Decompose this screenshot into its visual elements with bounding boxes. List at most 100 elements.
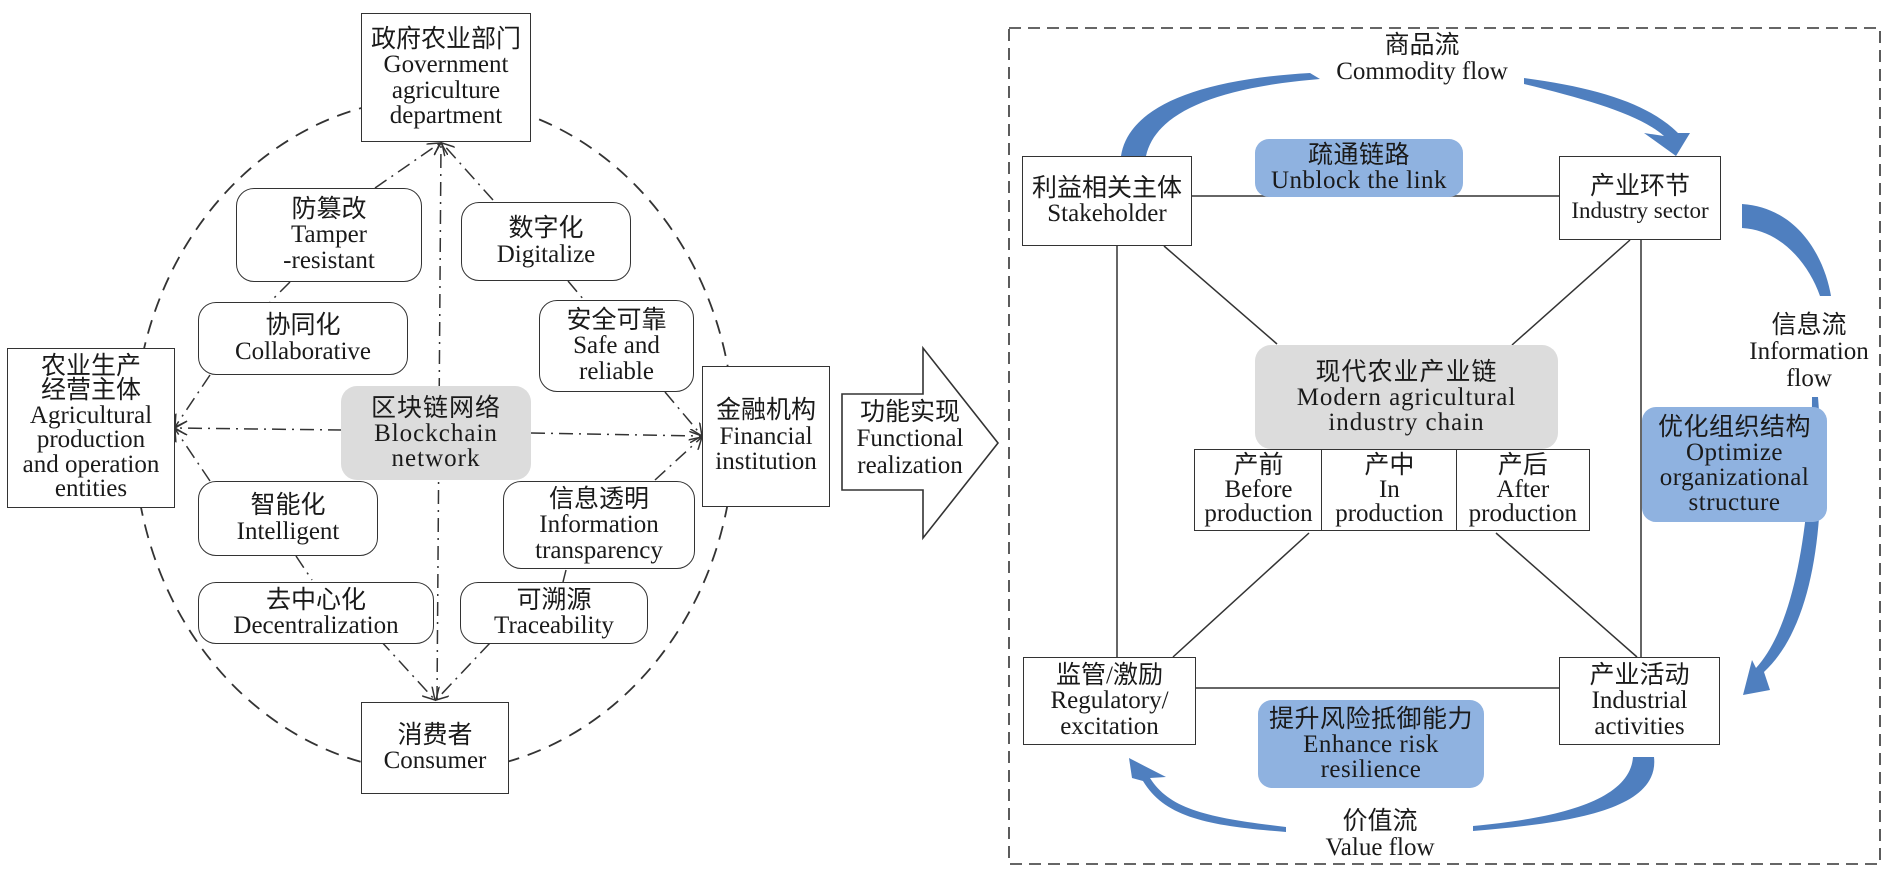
commodity-label-en: Commodity flow (1336, 58, 1508, 86)
connector-transparency-trace (562, 569, 567, 583)
node-industry-sector: 产业环节 Industry sector (1559, 156, 1721, 240)
optimize-label-zh: 优化组织结构 (1657, 413, 1811, 441)
blockchain-label-en-1: Blockchain (374, 419, 498, 447)
producers-label-zh-1: 农业生产 (40, 352, 141, 380)
node-consumer: 消费者 Consumer (361, 702, 509, 794)
connector-intelligent-decentral (295, 555, 313, 581)
activities-label-en-1: Industrial (1591, 687, 1688, 715)
transparency-label-zh: 信息透明 (548, 485, 649, 513)
stage-after-zh: 产后 (1497, 452, 1548, 480)
connector-digital-safe (567, 280, 585, 301)
center-label-en-2: industry chain (1328, 408, 1485, 436)
information-label-zh: 信息流 (1771, 312, 1847, 339)
stage-before-en-2: production (1204, 499, 1313, 527)
risk-label-zh: 提升风险抵御能力 (1268, 705, 1473, 733)
safe-label-en-2: reliable (579, 357, 654, 385)
stage-in-zh: 产中 (1364, 452, 1415, 480)
link-activities-stages (1495, 532, 1638, 658)
stage-in-en-1: In (1378, 476, 1400, 504)
feature-decentralization: 去中心化 Decentralization (198, 582, 434, 644)
effect-optimize-organizational-structure: 优化组织结构 Optimize organizational structure (1642, 407, 1827, 522)
modern-agricultural-industry-chain-center: 现代农业产业链 Modern agricultural industry cha… (1255, 345, 1558, 449)
tamper-label-en-2: -resistant (283, 246, 375, 274)
financial-label-en-2: institution (715, 448, 817, 476)
collab-label-zh: 协同化 (265, 312, 341, 339)
link-regulatory-stages (1172, 532, 1310, 658)
stage-after-en-1: After (1496, 476, 1550, 504)
node-agricultural-producers: 农业生产 经营主体 Agricultural production and op… (7, 348, 175, 508)
connector-safe-financial (664, 391, 702, 436)
collab-label-en: Collaborative (234, 337, 372, 365)
information-label-en-2: flow (1786, 364, 1832, 392)
safe-label-en-1: Safe and (573, 332, 660, 360)
producers-label-en-3: and operation (22, 450, 160, 478)
connector-digital-government (442, 143, 494, 201)
feature-digitalize: 数字化 Digitalize (461, 202, 631, 281)
producers-label-zh-2: 经营主体 (40, 377, 141, 404)
feature-traceability: 可溯源 Traceability (460, 582, 648, 644)
government-label-en-2: agriculture (391, 76, 501, 104)
decentral-label-en: Decentralization (233, 612, 399, 639)
effect-enhance-risk-resilience: 提升风险抵御能力 Enhance risk resilience (1258, 700, 1484, 788)
node-stakeholder: 利益相关主体 Stakeholder (1022, 156, 1192, 246)
production-stages: 产前 Before production 产中 In production 产后… (1194, 449, 1590, 531)
connector-trace-consumer (436, 642, 491, 700)
sector-label-zh: 产业环节 (1589, 172, 1690, 200)
digital-label-en: Digitalize (496, 240, 596, 268)
blockchain-label-zh: 区块链网络 (370, 394, 501, 422)
government-label-en-3: department (389, 102, 503, 129)
node-financial-institution: 金融机构 Financial institution (702, 366, 830, 507)
connector-intelligent-producers (175, 429, 211, 482)
functional-label-en-2: realization (857, 451, 963, 479)
blockchain-label-en-2: network (391, 444, 481, 472)
functional-realization-label: 功能实现 Functional realization (846, 399, 974, 479)
node-regulatory-excitation: 监管/激励 Regulatory/ excitation (1023, 657, 1196, 745)
activities-label-zh: 产业活动 (1589, 661, 1690, 689)
node-industrial-activities: 产业活动 Industrial activities (1559, 657, 1720, 745)
information-label-en-1: Information (1749, 338, 1869, 366)
functional-realization-arrow (841, 345, 1000, 541)
stage-after-production: 产后 After production (1455, 449, 1590, 531)
connector-center-financial (530, 433, 702, 436)
optimize-label-en-1: Optimize (1685, 438, 1784, 466)
node-government-agriculture-department: 政府农业部门 Government agriculture department (361, 13, 531, 142)
connector-transparency-financial (654, 437, 702, 481)
connector-consumer-government (437, 143, 441, 701)
consumer-label-zh: 消费者 (397, 721, 473, 749)
stage-after-en-2: production (1468, 499, 1577, 527)
value-label-zh: 价值流 (1342, 808, 1418, 835)
government-label-zh: 政府农业部门 (370, 25, 521, 53)
intelligent-label-en: Intelligent (236, 517, 340, 545)
risk-label-en-2: resilience (1320, 755, 1422, 783)
connector-center-producers (175, 428, 343, 430)
regulatory-label-en-1: Regulatory/ (1050, 687, 1169, 715)
feature-intelligent: 智能化 Intelligent (198, 481, 378, 556)
consumer-label-en: Consumer (383, 747, 487, 774)
feature-collaborative: 协同化 Collaborative (198, 302, 408, 375)
optimize-label-en-2: organizational (1659, 463, 1810, 491)
link-stakeholder-center (1163, 245, 1278, 345)
information-flow-arrow-top (1742, 204, 1831, 296)
tamper-label-zh: 防篡改 (291, 195, 367, 223)
feature-tamper-resistant: 防篡改 Tamper -resistant (236, 188, 422, 282)
safe-label-zh: 安全可靠 (566, 306, 667, 334)
optimize-label-en-3: structure (1688, 488, 1781, 516)
financial-label-en-1: Financial (719, 422, 813, 450)
tamper-label-en-1: Tamper (291, 221, 367, 249)
connector-collab-producers (175, 374, 211, 427)
blockchain-network-center: 区块链网络 Blockchain network (341, 386, 531, 480)
financial-label-zh: 金融机构 (715, 397, 816, 425)
commodity-flow-arrow-left (1121, 73, 1320, 156)
center-label-en-1: Modern agricultural (1296, 383, 1517, 411)
transparency-label-en-1: Information (539, 511, 659, 539)
unblock-label-en: Unblock the link (1270, 167, 1448, 194)
information-flow-label: 信息流 Information flow (1738, 312, 1880, 392)
commodity-flow-label: 商品流 Commodity flow (1322, 32, 1522, 86)
stage-before-en-1: Before (1224, 476, 1293, 504)
feature-safe-reliable: 安全可靠 Safe and reliable (539, 300, 694, 392)
regulatory-label-en-2: excitation (1060, 712, 1159, 740)
trace-label-zh: 可溯源 (516, 586, 592, 614)
connector-tamper-government (374, 143, 440, 189)
value-flow-arrow-right (1473, 757, 1655, 831)
